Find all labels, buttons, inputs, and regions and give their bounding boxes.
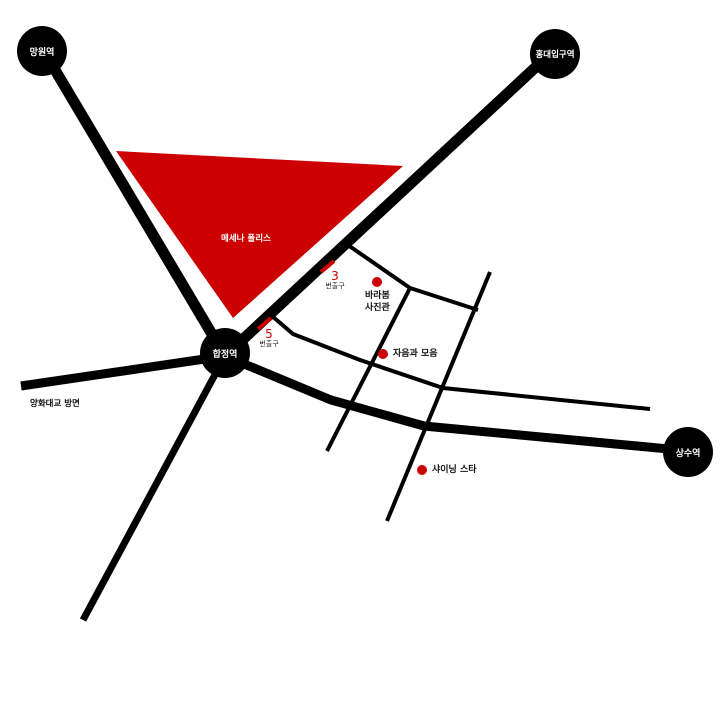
station-sangsu[interactable]: 상수역 [663, 427, 713, 477]
road-yanghwa-hapjeong [20, 351, 226, 391]
station-hongik[interactable]: 홍대입구역 [530, 29, 580, 79]
road-mangwon-hapjeong [37, 45, 230, 359]
road-hapjeong-south [79, 354, 229, 622]
poi-label: 샤이닝 스타 [432, 465, 477, 475]
poi-marker-icon [417, 465, 427, 475]
exit-number: 3 [331, 269, 339, 283]
station-mangwon[interactable]: 망원역 [17, 26, 67, 76]
station-label: 망원역 [29, 47, 55, 58]
street-mid [270, 314, 651, 411]
exit-3-marker [319, 259, 336, 274]
poi-jaeum-moeum[interactable]: 자음과 모음 [378, 348, 438, 360]
poi-shining-star[interactable]: 샤이닝 스타 [417, 464, 477, 476]
street-vertical-2 [385, 271, 492, 522]
poi-marker-icon [372, 277, 383, 287]
poi-label: 자음과 모음 [393, 349, 438, 359]
exit-3: 3 번출구 [320, 270, 350, 291]
direction-label-yanghwa: 양화대교 방면 [30, 399, 80, 409]
highlight-area-mecenatpolis[interactable] [116, 151, 403, 318]
street-vertical-1 [325, 287, 412, 452]
station-label: 상수역 [675, 448, 701, 459]
exit-5: 5 번출구 [254, 328, 284, 349]
poi-label: 바라봄 [365, 291, 390, 301]
highlight-area-label: 메세나 폴리스 [221, 234, 271, 244]
station-label: 홍대입구역 [535, 50, 575, 60]
exit-number: 5 [265, 327, 273, 341]
poi-label-line2: 사진관 [365, 303, 390, 313]
station-hapjeong[interactable]: 합정역 [200, 328, 250, 378]
poi-barabom-studio[interactable]: 바라봄 사진관 [365, 277, 390, 314]
exit-label: 번출구 [325, 282, 345, 290]
poi-marker-icon [378, 349, 388, 359]
exit-label: 번출구 [259, 340, 279, 348]
road-hapjeong-sangsu [223, 351, 691, 456]
station-label: 합정역 [212, 349, 238, 360]
road-hongik-hapjeong [221, 47, 556, 361]
exit-5-marker [256, 316, 273, 331]
